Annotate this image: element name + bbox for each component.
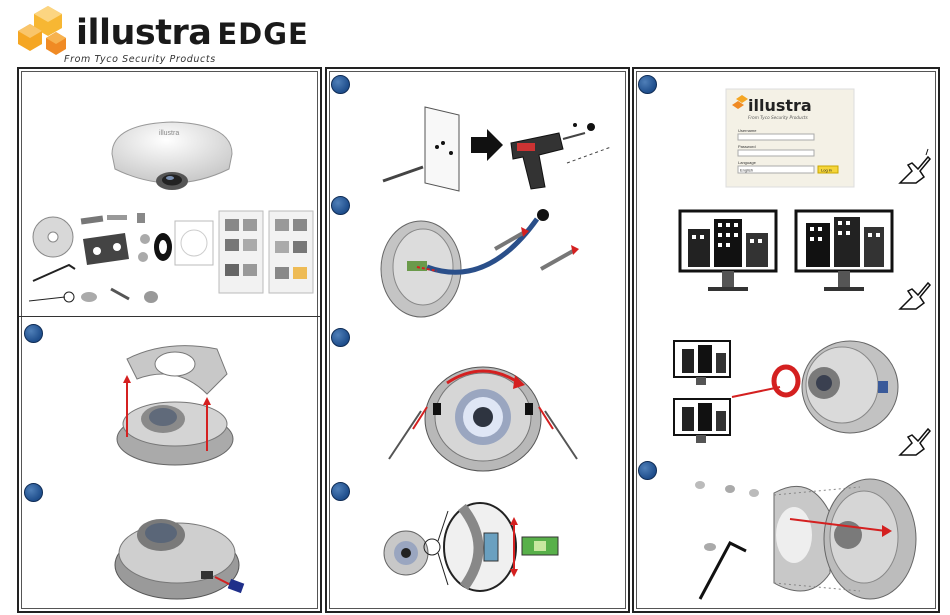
login-brand: illustra [748, 96, 812, 115]
panel-mounting [325, 67, 630, 613]
password-label: Password [738, 144, 756, 149]
step-badge [331, 75, 350, 94]
password-field[interactable] [738, 150, 814, 156]
hand-pointer-icon [898, 155, 932, 185]
step-badge [331, 196, 350, 215]
monitor-city-illustration-left [678, 209, 778, 299]
cable-connection-illustration [377, 209, 597, 319]
leveling-illustration [382, 501, 582, 591]
step-badge [638, 75, 657, 94]
panel-divider [19, 316, 320, 317]
hand-pointer-icon [898, 281, 932, 311]
brand-tagline: From Tyco Security Products [64, 54, 216, 65]
brand-product: EDGE [217, 17, 309, 51]
step-badge [638, 461, 657, 480]
panel-package-contents: illustra [17, 67, 322, 613]
monitor-city-illustration-right [794, 209, 894, 299]
language-label: Language [738, 160, 757, 165]
lens-adjust-illustration [672, 337, 902, 457]
language-value: English [740, 168, 753, 173]
remove-cover-illustration [107, 339, 247, 469]
username-field[interactable] [738, 134, 814, 140]
step-badge [331, 328, 350, 347]
insert-sd-card-illustration [107, 505, 257, 605]
fisheye-camera-illustration: illustra [107, 119, 237, 199]
step-badge [331, 482, 350, 501]
login-button-label: Log in [821, 168, 832, 173]
drill-template-illustration [379, 107, 619, 197]
brand-name: illustra [76, 13, 211, 53]
panel-configuration: illustra From Tyco Security Products Use… [632, 67, 940, 613]
logo-cube-icon [18, 2, 78, 62]
camera-brand-label: illustra [159, 130, 179, 137]
package-parts-illustration [25, 209, 315, 309]
step-badge [24, 483, 43, 502]
cover-install-illustration [690, 473, 920, 603]
step-badge [24, 324, 43, 343]
username-label: Username [738, 128, 757, 133]
rotate-base-illustration [383, 363, 583, 473]
login-screen-illustration: illustra From Tyco Security Products Use… [726, 89, 854, 187]
login-tagline: From Tyco Security Products [748, 115, 809, 120]
hand-pointer-icon [898, 427, 932, 457]
